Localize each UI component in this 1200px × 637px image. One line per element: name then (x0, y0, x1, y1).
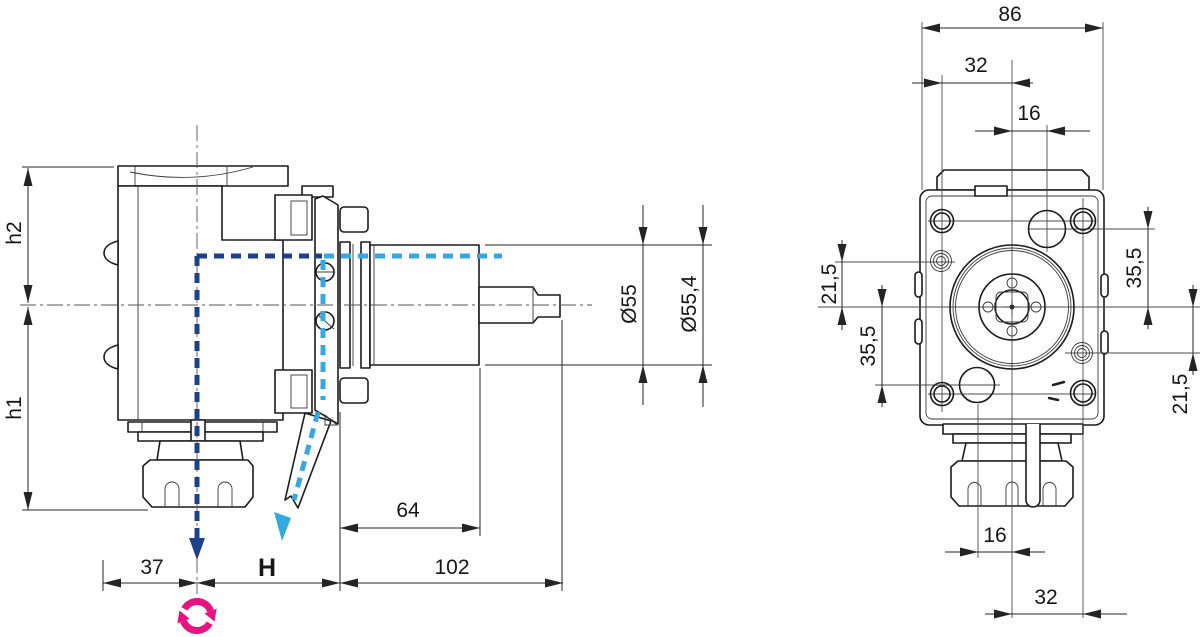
front-top-cap (936, 169, 1090, 191)
dim-32-bottom: 32 (985, 586, 1127, 619)
dim-32-top: 32 (912, 54, 1033, 88)
marking-scribbles (1047, 380, 1066, 402)
cap-ticks (134, 166, 228, 186)
spindle-face (949, 244, 1075, 370)
bracket-upper (274, 194, 313, 241)
dim-diameters: Ø55 Ø55,4 (485, 205, 712, 407)
dim-label-dia55: Ø55 (618, 284, 641, 324)
dim-label-32-bottom: 32 (1034, 586, 1057, 609)
lug-upper (339, 206, 369, 233)
dim-16-bottom: 16 (945, 524, 1045, 557)
dim-35-5-right: 35,5 (1123, 207, 1153, 329)
edge-notch-right-lower (1100, 330, 1109, 355)
dim-label-16-bottom: 16 (983, 524, 1006, 547)
threaded-holes (930, 250, 1093, 364)
front-flange-disc-1 (942, 423, 1084, 435)
dim-label-35-5-right: 35,5 (1123, 248, 1146, 289)
spindle-axis-arrow-icon (189, 538, 205, 560)
bracket-lower-inner (290, 374, 308, 409)
housing-top-cap (117, 165, 289, 187)
dim-label-h: H (258, 554, 276, 582)
housing-body (117, 185, 284, 421)
clamp-lever (284, 412, 332, 509)
dim-86: 86 (922, 3, 1103, 33)
dim-21-5-left: 21,5 (818, 240, 847, 330)
dim-label-h1: h1 (3, 396, 26, 419)
dim-35-5-left: 35,5 (857, 285, 887, 407)
collet-nut-slots (164, 481, 233, 507)
dim-bottom-chain: 37 H 102 (102, 320, 563, 591)
collet-taper (156, 440, 244, 461)
front-view: 86 32 16 21,5 35,5 35,5 (818, 3, 1200, 619)
dim-label-21-5-right: 21,5 (1169, 374, 1192, 415)
side-plug-upper (103, 240, 119, 266)
edge-notch-left-lower (914, 318, 923, 345)
dim-label-16-top: 16 (1017, 102, 1040, 125)
front-clamp-lever-rod (1025, 424, 1041, 508)
serration-plate (314, 195, 339, 425)
cap-arc (129, 166, 254, 178)
dim-label-37: 37 (140, 556, 163, 579)
front-key-tab (974, 185, 1008, 197)
dim-64: 64 (340, 368, 481, 536)
rotation-direction-icon (177, 598, 217, 634)
plate-cap (301, 185, 334, 198)
lever-pivot-mark (324, 414, 339, 426)
dim-label-102: 102 (434, 556, 469, 579)
lever-dash-slant (291, 411, 321, 501)
side-plug-lower (103, 344, 119, 370)
coolant-port-upper (1027, 209, 1067, 249)
mounting-holes (929, 207, 1097, 407)
dim-label-32-top: 32 (964, 54, 987, 77)
bracket-lower (274, 369, 313, 414)
dim-label-35-5-left: 35,5 (857, 326, 880, 367)
dim-h1: h1 (3, 307, 148, 511)
dim-21-5-right: 21,5 (1169, 285, 1198, 414)
dim-label-86: 86 (998, 3, 1021, 26)
dim-16-top: 16 (975, 102, 1090, 136)
dim-label-h2: h2 (3, 221, 26, 244)
dim-label-dia554: Ø55,4 (678, 275, 701, 333)
edge-notch-right-upper (1100, 273, 1109, 298)
bracket-upper-inner (290, 200, 308, 236)
dim-label-64: 64 (396, 499, 420, 522)
clamp-lever-arrow-icon (274, 512, 291, 541)
dim-h2: h2 (3, 166, 114, 303)
side-view: h2 h1 37 H 102 64 Ø55 Ø55,4 (3, 125, 712, 634)
coolant-port-lower (958, 366, 996, 404)
dim-label-21-5-left: 21,5 (818, 264, 841, 305)
lug-lower (339, 377, 369, 404)
edge-notch-left-upper (914, 271, 923, 298)
flange-ticks (141, 422, 264, 432)
